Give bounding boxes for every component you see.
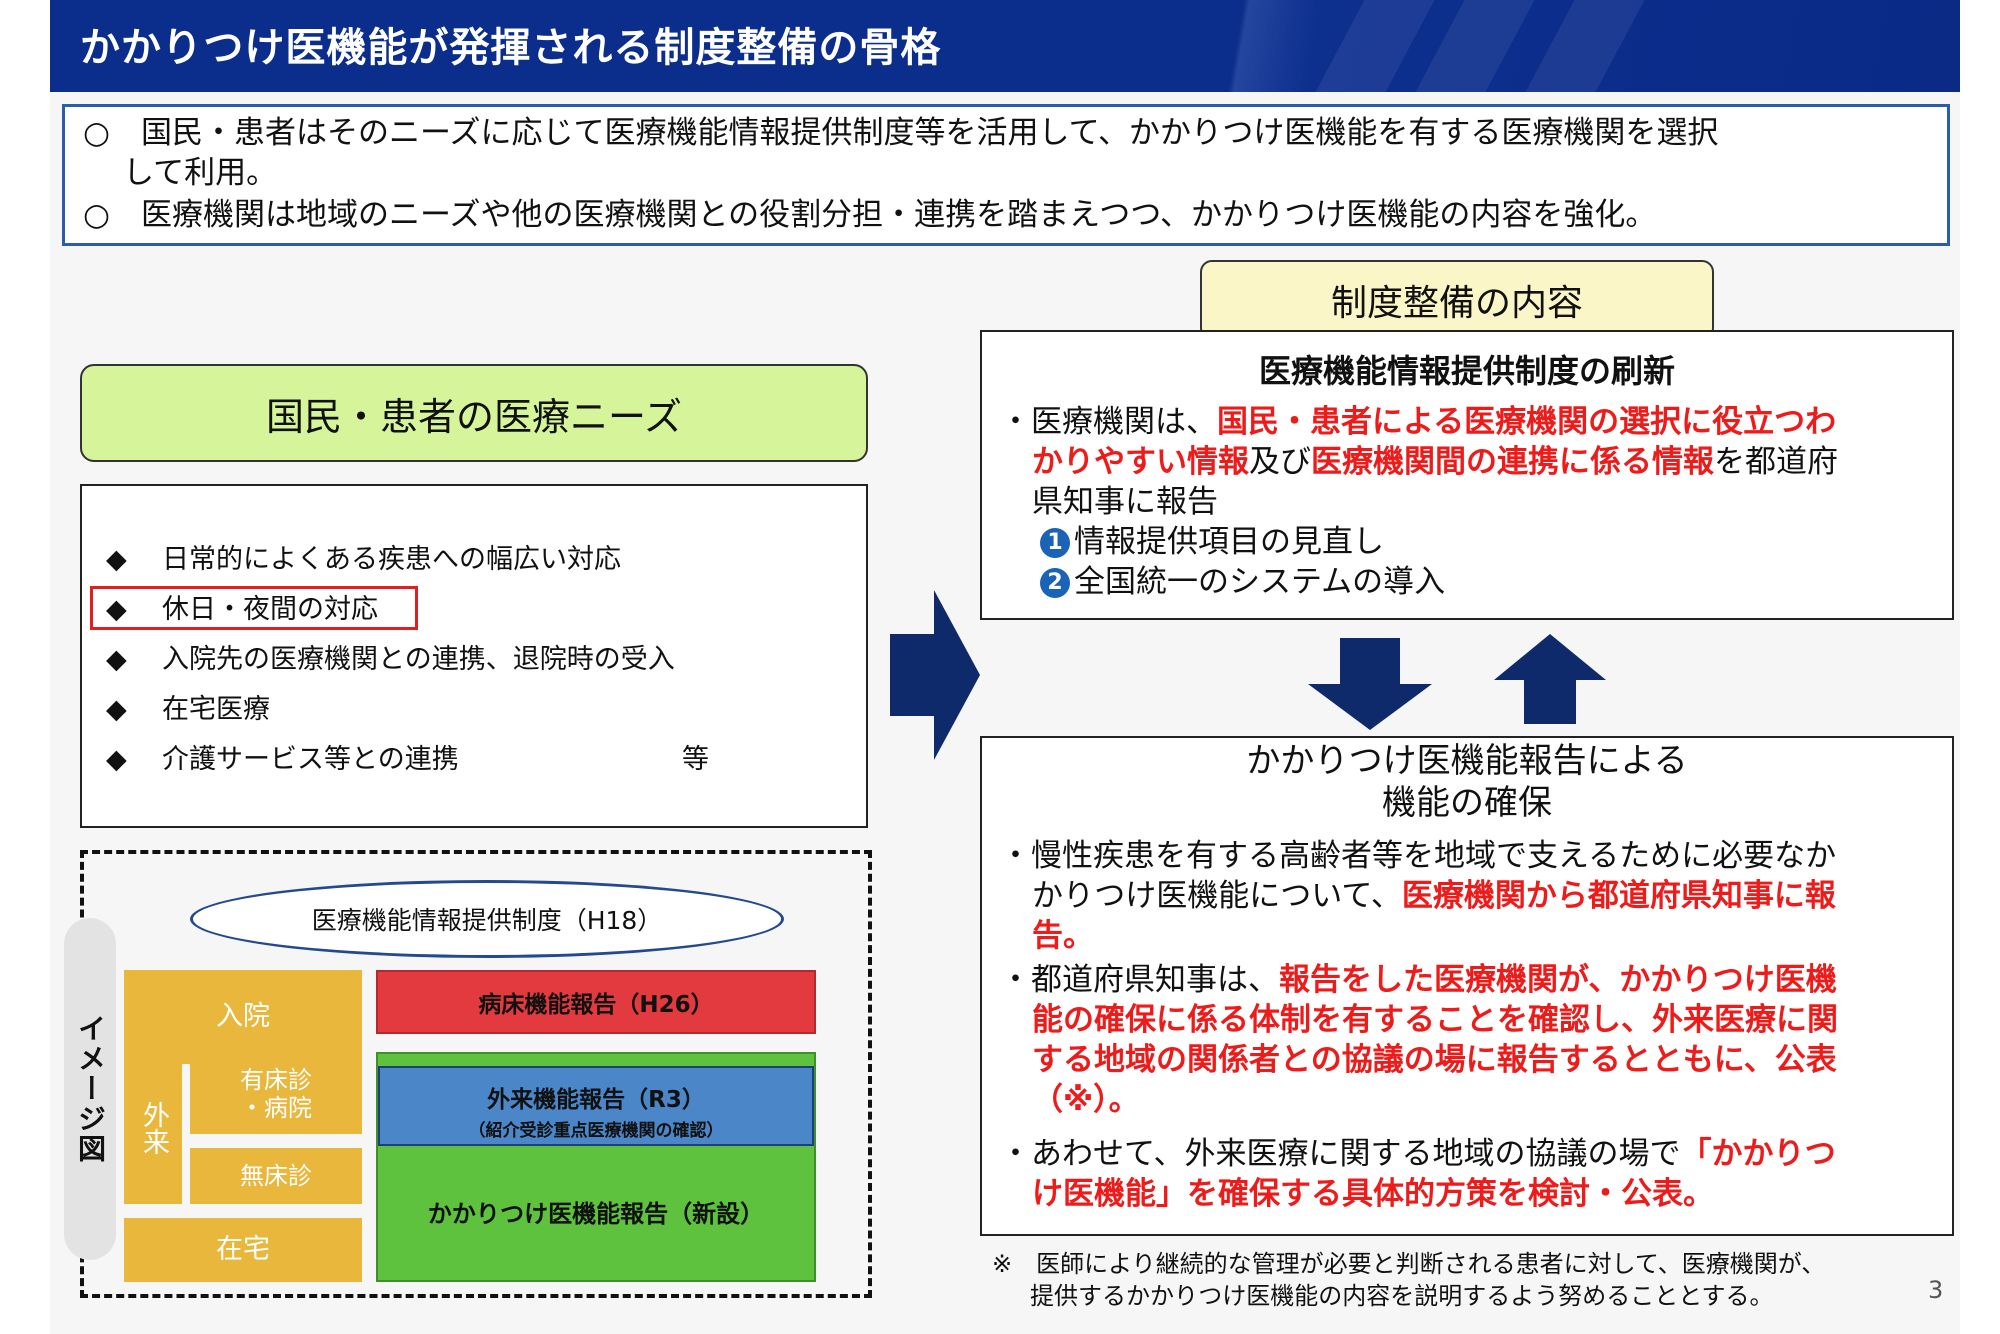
home-care-box: 在宅: [124, 1218, 362, 1282]
red-text-span: かりやすい情報: [1032, 444, 1249, 480]
number-2-icon: 2: [1040, 568, 1070, 598]
info-system-label: 医療機能情報提供制度（H18）: [311, 906, 663, 935]
section-2-title-1: かかりつけ医機能報告による: [1246, 741, 1688, 781]
with-beds-label-2: ・病院: [240, 1094, 312, 1122]
bullet-2-line-1: ・都道府県知事は、報告をした医療機関が、かかりつけ医機: [1000, 960, 1837, 1000]
text-span: 情報提供項目の見直し: [1074, 524, 1384, 560]
kakaritsuke-report-section-box: かかりつけ医機能報告による 機能の確保 ・慢性疾患を有する高齢者等を地域で支える…: [980, 736, 1954, 1236]
red-text-span: 国民・患者による医療機関の選択に役立つわ: [1217, 404, 1837, 440]
no-beds-label: 無床診: [240, 1162, 312, 1190]
right-arrow-icon: [890, 590, 980, 760]
needs-item-text: 介護サービス等との連携: [162, 744, 459, 775]
needs-item-text: 入院先の医療機関との連携、退院時の受入: [162, 644, 675, 675]
outpatient-report-box: 外来機能報告（R3） （紹介受診重点医療機関の確認）: [378, 1066, 814, 1146]
text-span: かりつけ医機能について、: [1032, 878, 1402, 914]
needs-item-text: 日常的によくある疾患への幅広い対応: [162, 544, 621, 575]
bullet-2-line-4: （※）。: [1032, 1082, 1140, 1118]
with-beds-label-1: 有床診: [240, 1066, 312, 1094]
summary-line-2: して利用。: [123, 155, 278, 191]
inpatient-box: 入院: [124, 970, 362, 1064]
text-span: ・あわせて、外来医療に関する地域の協議の場で: [1000, 1136, 1681, 1172]
needs-item-1: ◆ 日常的によくある疾患への幅広い対応: [106, 542, 621, 578]
needs-item-text: 在宅医療: [162, 694, 270, 725]
diamond-bullet-icon: ◆: [106, 544, 127, 575]
summary-line-3: ○ 医療機関は地域のニーズや他の医療機関との役割分担・連携を踏まえつつ、かかりつ…: [83, 197, 1657, 233]
section-1-title: 医療機能情報提供制度の刷新: [1258, 352, 1675, 390]
bed-report-box: 病床機能報告（H26）: [376, 970, 816, 1034]
text-span: ・医療機関は、: [1000, 404, 1217, 440]
page-title: かかりつけ医機能が発揮される制度整備の骨格: [80, 25, 942, 71]
page-number: 3: [1928, 1276, 1944, 1304]
with-beds-box: 有床診 ・病院: [190, 1054, 362, 1134]
text-span: 全国統一のシステムの導入: [1074, 564, 1446, 600]
needs-item-text: 休日・夜間の対応: [162, 594, 378, 625]
info-system-renewal-box: 医療機能情報提供制度の刷新 ・医療機関は、国民・患者による医療機関の選択に役立つ…: [980, 330, 1954, 620]
needs-etc: 等: [682, 744, 709, 775]
needs-item-2: ◆ 休日・夜間の対応: [106, 592, 378, 628]
needs-list-box: ◆ 日常的によくある疾患への幅広い対応 ◆ 休日・夜間の対応 ◆ 入院先の医療機関との…: [80, 484, 868, 828]
outpatient-box: 外来: [124, 1052, 182, 1204]
diamond-bullet-icon: ◆: [106, 694, 127, 725]
text-span: 及び: [1249, 444, 1311, 480]
summary-box: ○ 国民・患者はそのニーズに応じて医療機能情報提供制度等を活用して、かかりつけ医…: [62, 104, 1950, 246]
section-1-line-1: ・医療機関は、国民・患者による医療機関の選択に役立つわ: [1000, 402, 1836, 442]
number-1-icon: 1: [1040, 528, 1070, 558]
down-arrow-icon: [1308, 638, 1432, 730]
inpatient-label: 入院: [216, 1001, 270, 1032]
red-text-span: 医療機関間の連携に係る情報: [1311, 444, 1714, 480]
outpatient-report-sublabel: （紹介受診重点医療機関の確認）: [468, 1121, 724, 1141]
up-arrow-icon: [1494, 634, 1606, 724]
section-1-line-3: 県知事に報告: [1032, 484, 1218, 520]
red-text-span: 「かかりつ: [1680, 1136, 1836, 1172]
contents-label-box: 制度整備の内容: [1200, 260, 1714, 340]
section-1-line-2: かりやすい情報及び医療機関間の連携に係る情報を都道府: [1032, 442, 1838, 482]
image-label: イメージ図: [74, 1014, 107, 1164]
bullet-3-line-1: ・あわせて、外来医療に関する地域の協議の場で「かかりつ: [1000, 1134, 1836, 1174]
red-text-span: 医療機関から都道府県知事に報: [1401, 878, 1836, 914]
footnote-line-1: ※ 医師により継続的な管理が必要と判断される患者に対して、医療機関が、: [992, 1250, 1826, 1278]
image-label-pill: イメージ図: [64, 918, 116, 1260]
bullet-2-line-2: 能の確保に係る体制を有することを確認し、外来医療に関: [1032, 1002, 1838, 1038]
needs-item-3: ◆ 入院先の医療機関との連携、退院時の受入: [106, 642, 675, 678]
summary-line-1: ○ 国民・患者はそのニーズに応じて医療機能情報提供制度等を活用して、かかりつけ医…: [83, 115, 1719, 151]
info-system-ellipse: 医療機能情報提供制度（H18）: [190, 880, 784, 958]
red-text-span: け医機能」: [1032, 1176, 1187, 1212]
bullet-1-line-1: ・慢性疾患を有する高齢者等を地域で支えるために必要なか: [1000, 838, 1837, 874]
outpatient-label: 外来: [138, 1101, 169, 1155]
red-text-span: を確保する具体的方策を検討・公表。: [1187, 1176, 1714, 1212]
diamond-bullet-icon: ◆: [106, 594, 127, 625]
bed-report-label: 病床機能報告（H26）: [478, 992, 714, 1018]
needs-item-5: ◆ 介護サービス等との連携: [106, 742, 459, 778]
needs-item-4: ◆ 在宅医療: [106, 692, 270, 728]
bullet-1-line-2: かりつけ医機能について、医療機関から都道府県知事に報: [1032, 876, 1836, 916]
diamond-bullet-icon: ◆: [106, 644, 127, 675]
text-span: ・都道府県知事は、: [1000, 962, 1279, 998]
section-2-title-2: 機能の確保: [1382, 783, 1552, 823]
bullet-2-line-3: する地域の関係者との協議の場に報告するとともに、公表: [1032, 1042, 1837, 1078]
contents-label: 制度整備の内容: [1330, 283, 1583, 324]
diamond-bullet-icon: ◆: [106, 744, 127, 775]
needs-title: 国民・患者の医療ニーズ: [265, 394, 683, 439]
red-text-span: 報告をした医療機関が、かかりつけ医機: [1279, 962, 1837, 998]
title-banner: かかりつけ医機能が発揮される制度整備の骨格: [50, 0, 1960, 92]
outpatient-report-label: 外来機能報告（R3）: [487, 1087, 705, 1113]
no-beds-box: 無床診: [190, 1148, 362, 1204]
bullet-3-line-2: け医機能」を確保する具体的方策を検討・公表。: [1032, 1174, 1714, 1214]
footnote-line-2: 提供するかかりつけ医機能の内容を説明するよう努めることとする。: [1030, 1282, 1774, 1310]
bullet-1-line-3: 告。: [1032, 918, 1094, 954]
highlight-frame: [90, 586, 418, 630]
kakaritsuke-report-label: かかりつけ医機能報告（新設）: [427, 1200, 765, 1228]
needs-title-box: 国民・患者の医療ニーズ: [80, 364, 868, 462]
home-care-label: 在宅: [216, 1234, 270, 1265]
text-span: を都道府: [1714, 444, 1838, 480]
